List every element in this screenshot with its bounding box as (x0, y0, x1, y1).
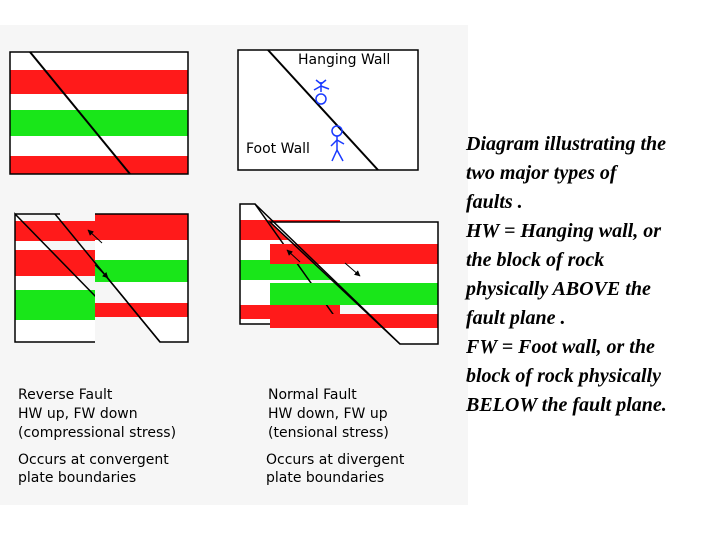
normal-fault-boundaries: plate boundaries (266, 470, 385, 486)
hanging-wall (14, 212, 95, 343)
fault-plane (29, 51, 131, 175)
strata-block-unfaulted (9, 51, 189, 175)
stress-arrow-down (94, 264, 109, 279)
caption: Diagram illustrating the two major types… (466, 130, 716, 420)
foot-wall (95, 213, 189, 343)
stress-arrow-left (286, 249, 301, 263)
fault-plane (267, 49, 379, 171)
wall-illustration (237, 49, 419, 171)
normal-fault-stress: (tensional stress) (268, 425, 389, 441)
foot-wall-label: Foot Wall (246, 141, 310, 157)
normal-fault-hw-fw: HW down, FW up (268, 406, 388, 422)
reverse-fault-title: Reverse Fault (18, 387, 113, 403)
caption-line: the block of rock (466, 249, 605, 271)
stratum-red (10, 156, 188, 174)
caption-line: BELOW the fault plane. (466, 394, 667, 416)
caption-line: faults . (466, 191, 523, 213)
fault-plane (254, 203, 401, 345)
stratum-red (10, 70, 188, 94)
normal-fault-title: Normal Fault (268, 387, 357, 403)
block-outline (9, 51, 189, 175)
hanging-wall-label: Hanging Wall (298, 52, 391, 68)
caption-line: block of rock physically (466, 365, 661, 387)
stress-arrow-right (344, 262, 361, 277)
reverse-fault-boundaries: plate boundaries (18, 470, 137, 486)
caption-line: physically ABOVE the (466, 278, 651, 300)
caption-line: FW = Foot wall, or the (466, 336, 655, 358)
reverse-fault-stress: (compressional stress) (18, 425, 177, 441)
stratum-white (10, 52, 188, 70)
foot-wall-figure (330, 125, 345, 162)
caption-line: two major types of (466, 162, 617, 184)
hanging-wall (268, 221, 439, 345)
hanging-wall-figure (313, 79, 330, 105)
reverse-fault-hw-fw: HW up, FW down (18, 406, 138, 422)
normal-fault-block (239, 203, 439, 345)
caption-line: HW = Hanging wall, or (466, 220, 661, 242)
stress-arrow-up (87, 229, 103, 244)
caption-line: Diagram illustrating the (466, 133, 667, 155)
reverse-fault-block (14, 212, 189, 343)
illustration-box (237, 49, 419, 171)
stratum-white (10, 136, 188, 156)
stratum-green (10, 110, 188, 136)
caption-line: fault plane . (466, 307, 566, 329)
stratum-white (10, 94, 188, 110)
normal-fault-occurs: Occurs at divergent (266, 452, 405, 468)
reverse-fault-occurs: Occurs at convergent (18, 452, 169, 468)
